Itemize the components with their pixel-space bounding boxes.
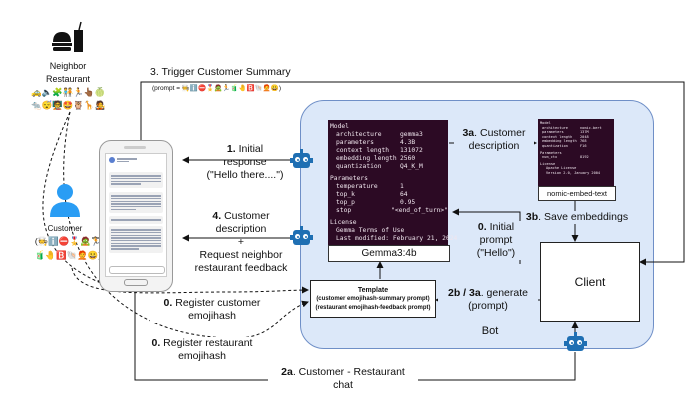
restaurant-emojihash-2: 🐀😴🧑‍🏫🤩🦉🦒🧑‍🎤	[30, 100, 106, 110]
gemma-params-title: Parameters	[330, 175, 368, 182]
customer-description-label: 4. Customer description + Request neighb…	[194, 210, 288, 274]
save-embeddings-label: 3b. Save embeddings	[522, 211, 632, 224]
client-label: Client	[574, 275, 606, 289]
robot-icon	[290, 149, 313, 168]
nomic-license-title: License	[540, 161, 556, 166]
nomic-params-title: Parameters	[540, 150, 562, 155]
nomic-caption: nomic-embed-text	[538, 186, 616, 201]
chat-message	[109, 192, 163, 214]
phone-screen	[105, 153, 167, 277]
gemma-nomic-label: 3a. Customer description	[454, 127, 534, 153]
restaurant-emojihash-1: 🚕🔈🧩🧑‍🤝‍🧑🏃👆🏾🍈	[30, 87, 106, 97]
prompt-emojihash: (prompt = 🧑‍🍳ℹ️⛔🎖️🧟🏃🧃🤚🅱️🐚🧑‍🦰😀)	[152, 85, 282, 92]
gemma-model-title: Model	[330, 123, 349, 130]
template-line-2: (restaurant emojihash-feedback prompt)	[315, 305, 431, 311]
phone-speaker	[124, 146, 146, 149]
client-box: Client	[540, 242, 640, 322]
initial-prompt-label: 0. Initial prompt ("Hello")	[470, 221, 522, 260]
gemma-caption: Gemma3:4b	[328, 245, 450, 262]
robot-icon	[564, 332, 587, 351]
customer-dashed-link	[71, 267, 309, 294]
customer-title: Customer	[47, 224, 83, 233]
template-title: Template	[357, 287, 389, 294]
restaurant-title-2: Restaurant	[45, 74, 91, 84]
robot-icon	[290, 226, 313, 245]
gemma-license-title: License	[330, 219, 357, 226]
register-customer-label: 0. Register customer emojihash	[150, 297, 274, 323]
chat-avatar	[109, 157, 115, 163]
bot-label: Bot	[481, 325, 499, 337]
trigger-summary-label: 3. Trigger Customer Summary	[150, 66, 320, 79]
restaurant-title-1: Neighbor	[49, 61, 87, 71]
chat-label: 2a. Customer - Restaurant chat	[268, 366, 418, 392]
restaurant-icon	[50, 20, 86, 56]
nomic-license-row: Version 2.0, January 2004	[546, 170, 601, 175]
template-box: Template (customer emojihash-summary pro…	[310, 280, 436, 318]
nomic-license-row: Apache License	[546, 166, 577, 171]
gemma-license-row: Last modified: February 21, 2024	[336, 235, 458, 242]
chat-message	[109, 216, 163, 224]
register-restaurant-label: 0. Register restaurant emojihash	[140, 337, 264, 363]
restaurant-dashed-link	[42, 111, 121, 291]
phone-mockup	[99, 140, 173, 292]
generate-label: 2b / 3a. generate (prompt)	[438, 287, 538, 313]
nomic-model-title: Model	[540, 121, 551, 125]
trigger-summary-arrow	[140, 81, 685, 266]
chat-message	[109, 172, 163, 188]
gemma-param-row: stop"<end_of_turn>"	[336, 207, 448, 214]
phone-home-button[interactable]	[124, 279, 148, 286]
customer-emojihash-2: 🧃🤚🅱️🐚🧑‍🦰😀)	[34, 250, 102, 260]
customer-emojihash-1: (🧑‍🍳ℹ️⛔🎖️🧟🏃	[34, 236, 102, 246]
gemma-license-row: Gemma Terms of Use	[336, 227, 405, 234]
chat-message	[109, 226, 163, 253]
template-line-1: (customer emojihash-summary prompt)	[316, 296, 430, 302]
person-icon	[48, 183, 82, 217]
chat-input[interactable]	[109, 266, 165, 274]
initial-response-label: 1. Initial response ("Hello there....")	[206, 143, 284, 181]
